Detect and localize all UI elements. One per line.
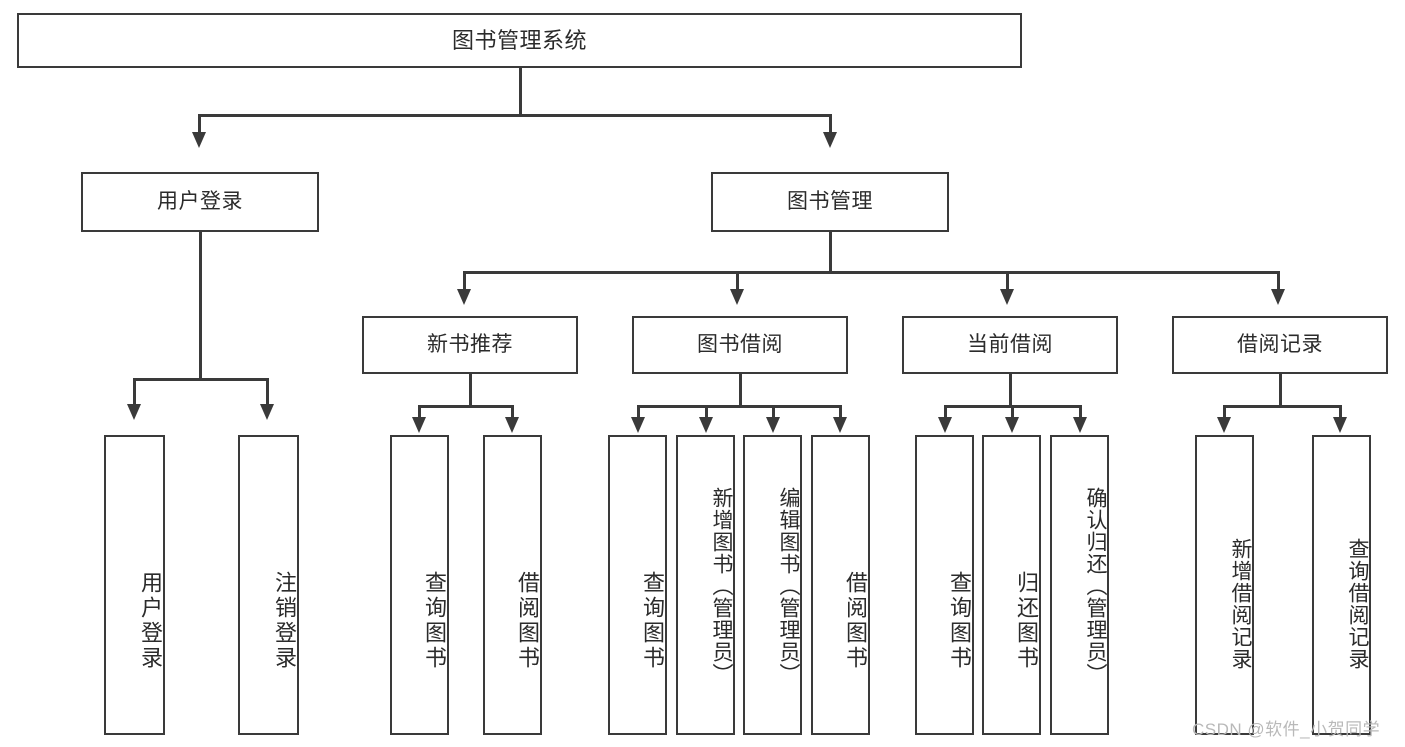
node-new-book-recommend[interactable]: 新书推荐 [362, 316, 578, 374]
connector-user-login-bus [133, 378, 268, 381]
arrow-br-leaf-1 [1217, 417, 1231, 433]
connector-br-drop-2 [1339, 405, 1342, 419]
connector-root-drop-left [198, 114, 201, 134]
leaf-user-login[interactable]: 用户登录 [104, 435, 165, 735]
leaf-br-add-record[interactable]: 新增借阅记录 [1195, 435, 1254, 735]
arrow-cb-leaf-2 [1005, 417, 1019, 433]
node-root-system[interactable]: 图书管理系统 [17, 13, 1022, 68]
connector-root-drop-right [829, 114, 832, 134]
leaf-cb-return-book[interactable]: 归还图书 [982, 435, 1041, 735]
leaf-bb-edit-book-admin[interactable]: 编辑图书（管理员） [743, 435, 802, 735]
connector-book-manage-stem [829, 232, 832, 273]
arrow-bb-leaf-2 [699, 417, 713, 433]
connector-user-login-stem [199, 232, 202, 380]
connector-level3-drop-1 [463, 271, 466, 291]
arrow-to-book-manage [823, 132, 837, 148]
arrow-to-borrow-records [1271, 289, 1285, 305]
connector-br-stem [1279, 374, 1282, 407]
node-user-login[interactable]: 用户登录 [81, 172, 319, 232]
connector-bb-drop-4 [839, 405, 842, 419]
arrow-nbr-leaf-2 [505, 417, 519, 433]
node-book-manage[interactable]: 图书管理 [711, 172, 949, 232]
connector-root-stem [519, 68, 522, 114]
leaf-nbr-query-book[interactable]: 查询图书 [390, 435, 449, 735]
arrow-bb-leaf-1 [631, 417, 645, 433]
connector-bb-drop-2 [705, 405, 708, 419]
connector-level3-drop-4 [1277, 271, 1280, 291]
leaf-nbr-borrow-book[interactable]: 借阅图书 [483, 435, 542, 735]
connector-nbr-drop-2 [511, 405, 514, 419]
arrow-cb-leaf-3 [1073, 417, 1087, 433]
connector-user-login-drop-2 [266, 378, 269, 406]
arrow-to-leaf-logout [260, 404, 274, 420]
connector-cb-drop-3 [1079, 405, 1082, 419]
arrow-to-current-borrow [1000, 289, 1014, 305]
connector-br-bus [1223, 405, 1342, 408]
arrow-bb-leaf-3 [766, 417, 780, 433]
node-current-borrow[interactable]: 当前借阅 [902, 316, 1118, 374]
arrow-to-book-borrow [730, 289, 744, 305]
arrow-to-leaf-user-login [127, 404, 141, 420]
connector-nbr-stem [469, 374, 472, 407]
leaf-cb-query-book[interactable]: 查询图书 [915, 435, 974, 735]
leaf-logout[interactable]: 注销登录 [238, 435, 299, 735]
leaf-bb-add-book-admin[interactable]: 新增图书（管理员） [676, 435, 735, 735]
node-borrow-records[interactable]: 借阅记录 [1172, 316, 1388, 374]
arrow-br-leaf-2 [1333, 417, 1347, 433]
leaf-br-query-record[interactable]: 查询借阅记录 [1312, 435, 1371, 735]
leaf-bb-borrow-book[interactable]: 借阅图书 [811, 435, 870, 735]
connector-level3-bus [463, 271, 1279, 274]
connector-level3-drop-2 [736, 271, 739, 291]
node-book-borrow[interactable]: 图书借阅 [632, 316, 848, 374]
connector-cb-drop-1 [944, 405, 947, 419]
connector-nbr-drop-1 [418, 405, 421, 419]
connector-bb-bus [637, 405, 841, 408]
arrow-bb-leaf-4 [833, 417, 847, 433]
arrow-to-user-login [192, 132, 206, 148]
connector-nbr-bus [418, 405, 513, 408]
arrow-nbr-leaf-1 [412, 417, 426, 433]
connector-cb-stem [1009, 374, 1012, 407]
connector-user-login-drop-1 [133, 378, 136, 406]
connector-level3-drop-3 [1006, 271, 1009, 291]
watermark-csdn: CSDN @软件_小贺同学 [1192, 720, 1381, 739]
connector-bb-stem [739, 374, 742, 407]
arrow-cb-leaf-1 [938, 417, 952, 433]
leaf-bb-query-book[interactable]: 查询图书 [608, 435, 667, 735]
leaf-cb-confirm-return-admin[interactable]: 确认归还（管理员） [1050, 435, 1109, 735]
connector-root-bus [198, 114, 832, 117]
connector-bb-drop-1 [637, 405, 640, 419]
arrow-to-new-book-recommend [457, 289, 471, 305]
connector-cb-drop-2 [1011, 405, 1014, 419]
connector-bb-drop-3 [772, 405, 775, 419]
connector-br-drop-1 [1223, 405, 1226, 419]
